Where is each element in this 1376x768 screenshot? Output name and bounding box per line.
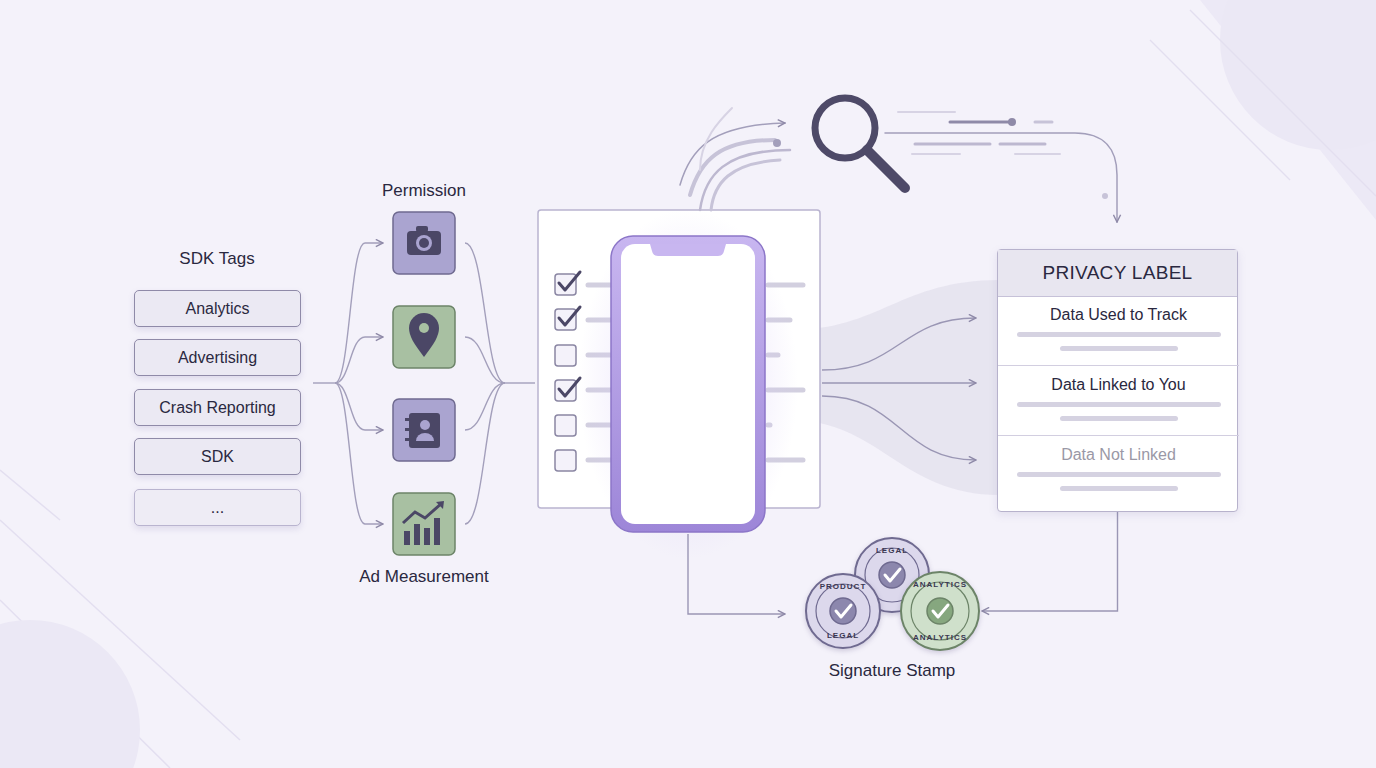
box-label: Advertising — [178, 349, 257, 367]
sdk-tag-box: Crash Reporting — [134, 389, 301, 426]
group-heading: SDK Tags — [179, 249, 254, 269]
box-label: ... — [211, 499, 224, 517]
placeholder-bar — [1017, 472, 1221, 477]
camera-icon — [393, 212, 455, 274]
connector-arrow — [982, 512, 1118, 611]
privacy-row: Data Not Linked — [998, 436, 1239, 510]
box-label: SDK — [201, 448, 234, 466]
stamp-text: ANALYTICS — [902, 580, 978, 589]
group-heading: Signature Stamp — [829, 661, 956, 681]
group-heading: Ad Measurement — [359, 567, 488, 587]
box-label: Data Used to Track — [998, 306, 1239, 324]
contacts-icon — [393, 399, 455, 461]
stamp-text: LEGAL — [856, 546, 928, 555]
signature-stamp: ANALYTICS ANALYTICS — [900, 571, 980, 651]
box-label: Analytics — [185, 300, 249, 318]
sdk-tag-box: SDK — [134, 438, 301, 475]
flow-arrows — [688, 318, 976, 614]
stamp-text: PRODUCT — [807, 582, 879, 591]
permission-icons — [393, 212, 455, 555]
box-label: Data Not Linked — [998, 446, 1239, 464]
location-icon — [393, 306, 455, 368]
box-label: Data Linked to You — [998, 376, 1239, 394]
privacy-label-card: PRIVACY LABEL Data Used to TrackData Link… — [997, 249, 1238, 512]
placeholder-bar — [1060, 346, 1178, 351]
placeholder-bar — [1060, 416, 1178, 421]
placeholder-bar — [1017, 332, 1221, 337]
sdk-fan-lines — [313, 243, 535, 524]
card-heading: PRIVACY LABEL — [998, 250, 1237, 297]
privacy-row: Data Used to Track — [998, 296, 1239, 366]
chart-icon — [393, 493, 455, 555]
sdk-tag-box: Analytics — [134, 290, 301, 327]
sdk-tag-box: Advertising — [134, 339, 301, 376]
placeholder-bar — [1060, 486, 1178, 491]
stamp-text: LEGAL — [807, 631, 879, 640]
group-heading: Permission — [382, 181, 466, 201]
placeholder-bar — [1017, 402, 1221, 407]
sdk-tag-box: ... — [134, 489, 301, 526]
box-label: Crash Reporting — [159, 399, 276, 417]
privacy-row: Data Linked to You — [998, 366, 1239, 436]
inspection-route — [680, 98, 1117, 222]
phone — [578, 209, 798, 559]
signature-stamp: PRODUCT LEGAL — [805, 573, 881, 649]
stamp-text: ANALYTICS — [902, 633, 978, 642]
flow-funnel — [790, 280, 1000, 495]
